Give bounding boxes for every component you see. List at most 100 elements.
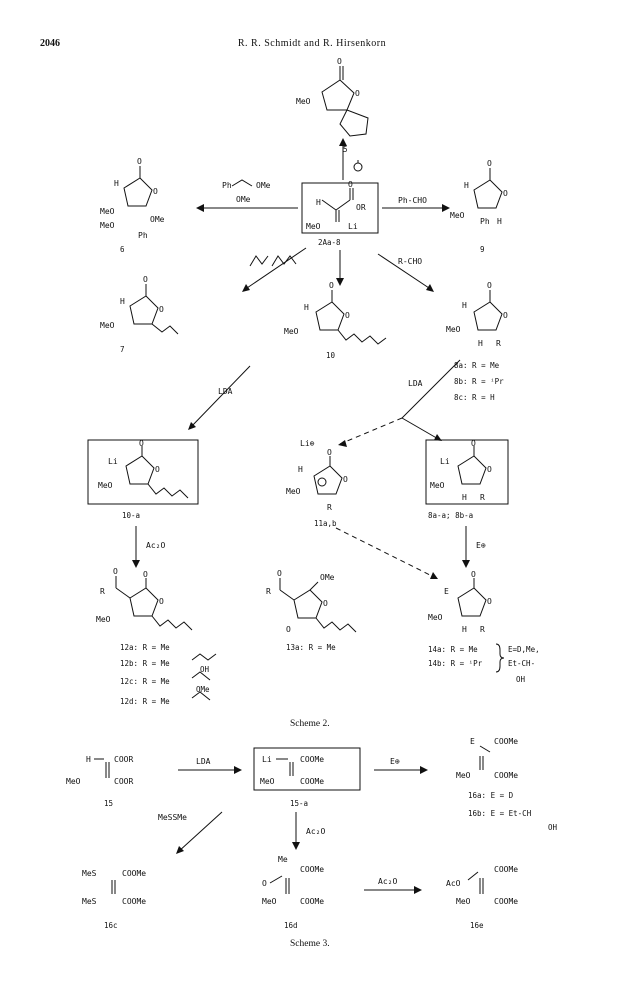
svg-text:OH: OH	[516, 675, 526, 684]
svg-text:R: R	[480, 493, 485, 502]
scheme-2-caption: Scheme 2.	[290, 719, 330, 729]
svg-text:E: E	[444, 587, 449, 596]
compound-15-label: 15	[104, 799, 113, 808]
compound-10-label: 10	[326, 351, 336, 360]
compound-7-structure: O O H MeO	[100, 275, 179, 335]
compound-11-structure: Li⊕ O O H MeO R	[286, 439, 348, 512]
svg-text:O: O	[345, 311, 350, 320]
svg-text:MeO: MeO	[66, 777, 81, 786]
svg-text:COOR: COOR	[114, 777, 133, 786]
svg-text:O: O	[143, 275, 148, 284]
svg-text:8c: R = H: 8c: R = H	[454, 393, 495, 402]
svg-text:8b: R = ⁱPr: 8b: R = ⁱPr	[454, 377, 504, 386]
svg-text:COOMe: COOMe	[122, 897, 146, 906]
svg-text:R: R	[100, 587, 105, 596]
svg-text:O: O	[503, 311, 508, 320]
ac2o-right-label: Ac₂O	[378, 877, 397, 886]
e-plus-label-3: E⊕	[390, 757, 400, 766]
svg-text:R: R	[480, 625, 485, 634]
svg-text:O: O	[323, 599, 328, 608]
compound-6-structure: O O H MeO MeO OMe Ph	[100, 157, 165, 240]
svg-text:H: H	[462, 301, 467, 310]
svg-text:MeO: MeO	[450, 211, 465, 220]
svg-text:MeO: MeO	[286, 487, 301, 496]
compound-11-label: 11a,b	[314, 519, 337, 528]
svg-text:OH: OH	[548, 823, 558, 832]
svg-text:MeO: MeO	[296, 97, 311, 106]
svg-text:12d: R = Me: 12d: R = Me	[120, 697, 170, 706]
svg-text:O: O	[143, 570, 148, 579]
svg-text:COOMe: COOMe	[300, 755, 324, 764]
svg-text:OMe: OMe	[196, 685, 210, 694]
page-number: 2046	[40, 38, 60, 49]
svg-text:14b: R = ⁱPr: 14b: R = ⁱPr	[428, 659, 483, 668]
svg-text:OH: OH	[200, 665, 210, 674]
scheme-3-caption: Scheme 3.	[290, 939, 330, 949]
svg-text:OMe: OMe	[150, 215, 165, 224]
svg-text:MeO: MeO	[430, 481, 445, 490]
compound-16ab-structure: E COOMe MeO COOMe	[456, 737, 518, 780]
svg-text:14a: R = Me: 14a: R = Me	[428, 645, 478, 654]
compound-2-structure: H O OR MeO Li	[306, 180, 366, 231]
svg-text:H: H	[304, 303, 309, 312]
svg-text:Ph: Ph	[480, 217, 490, 226]
compound-5-structure: O O MeO	[296, 57, 369, 137]
compound-13-label: 13a: R = Me	[286, 643, 336, 652]
svg-text:H: H	[462, 625, 467, 634]
svg-text:O: O	[329, 281, 334, 290]
compound-12-list: 12a: R = Me 12b: R = Me 12c: R = Me OH 1…	[120, 643, 217, 706]
svg-text:OMe: OMe	[236, 195, 251, 204]
svg-text:OR: OR	[356, 203, 366, 212]
compound-8-list: 8a: R = Me 8b: R = ⁱPr 8c: R = H	[454, 361, 504, 402]
svg-text:O: O	[139, 439, 144, 448]
svg-text:O: O	[286, 625, 291, 634]
svg-text:R: R	[496, 339, 501, 348]
compound-16e-structure: AcO COOMe MeO COOMe	[446, 865, 518, 906]
svg-text:MeS: MeS	[82, 869, 97, 878]
compound-7-label: 7	[120, 345, 125, 354]
compound-16d-label: 16d	[284, 921, 298, 930]
svg-text:O: O	[277, 569, 282, 578]
svg-text:O: O	[159, 597, 164, 606]
svg-text:COOMe: COOMe	[494, 771, 518, 780]
svg-text:O: O	[137, 157, 142, 166]
compound-2-label: 2Aa-8	[318, 238, 341, 247]
svg-text:Li: Li	[262, 755, 272, 764]
svg-text:COOMe: COOMe	[122, 869, 146, 878]
svg-text:O: O	[343, 475, 348, 484]
svg-text:12a: R = Me: 12a: R = Me	[120, 643, 170, 652]
svg-text:H: H	[462, 493, 467, 502]
svg-text:O: O	[327, 448, 332, 457]
svg-text:O: O	[487, 597, 492, 606]
svg-text:OMe: OMe	[256, 181, 271, 190]
svg-text:O: O	[159, 305, 164, 314]
svg-text:MeO: MeO	[428, 613, 443, 622]
svg-text:H: H	[497, 217, 502, 226]
compound-8li-box	[425, 439, 509, 505]
compound-8li-structure: O O Li MeO H R	[430, 439, 492, 502]
svg-text:O: O	[471, 570, 476, 579]
svg-text:O: O	[155, 465, 160, 474]
svg-text:Li⊕: Li⊕	[300, 439, 315, 448]
svg-text:Li: Li	[348, 222, 358, 231]
svg-text:O: O	[487, 159, 492, 168]
compound-16c-structure: MeS COOMe MeS COOMe	[82, 869, 146, 906]
ac2o-down-label: Ac₂O	[306, 827, 325, 836]
svg-text:O: O	[153, 187, 158, 196]
svg-text:Et-CH-: Et-CH-	[508, 659, 535, 668]
svg-text:O: O	[337, 57, 342, 66]
ac2o-label: Ac₂O	[146, 541, 165, 550]
svg-text:O: O	[487, 281, 492, 290]
svg-text:Ph: Ph	[222, 181, 232, 190]
compound-10li-structure: O O Li MeO	[98, 439, 189, 499]
svg-text:R: R	[266, 587, 271, 596]
compound-10li-box	[87, 439, 199, 505]
messme-label: MeSSMe	[158, 813, 187, 822]
svg-text:MeO: MeO	[262, 897, 277, 906]
svg-text:COOMe: COOMe	[300, 777, 324, 786]
svg-text:O: O	[471, 439, 476, 448]
compound-13-structure: OMe O O R O	[266, 569, 357, 634]
compound-14-structure: O O E MeO H R	[428, 570, 492, 634]
svg-text:Li: Li	[440, 457, 450, 466]
compound-15-structure: H COOR MeO COOR	[66, 755, 133, 786]
